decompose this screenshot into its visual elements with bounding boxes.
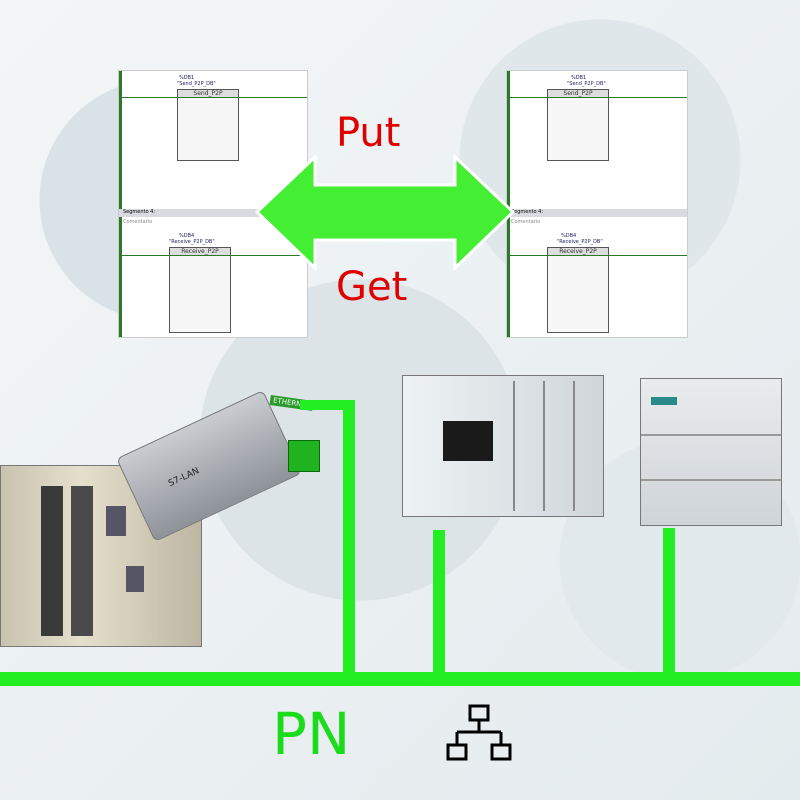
- network-drop-1200: [663, 528, 675, 678]
- put-label: Put: [336, 110, 401, 156]
- send-db-label: %DB1: [179, 75, 195, 81]
- pn-label: PN: [272, 700, 351, 768]
- recv-db-name: "Receive_P2P_DB": [169, 239, 215, 245]
- recv-db-label: %DB4: [561, 233, 577, 239]
- network-drop-adapter-top: [300, 400, 355, 410]
- comment-label: Comentario: [123, 219, 153, 225]
- segment-header: Segmento 4:: [507, 209, 687, 217]
- recv-function-block: Receive_P2P: [169, 247, 231, 333]
- s7-1200-plc-device: [640, 378, 782, 526]
- network-drop-1500: [433, 530, 445, 680]
- adapter-label: S7-LAN: [167, 466, 201, 490]
- network-tree-icon: [446, 704, 512, 761]
- network-bus: [0, 672, 800, 686]
- recv-db-label: %DB4: [179, 233, 195, 239]
- send-db-label: %DB1: [571, 75, 587, 81]
- recv-db-name: "Receive_P2P_DB": [557, 239, 603, 245]
- double-arrow-icon: [255, 155, 515, 270]
- comment-label: Comentario: [511, 219, 541, 225]
- s7-1500-plc-device: [402, 375, 604, 517]
- send-db-name: "Send_P2P_DB": [567, 81, 606, 87]
- segment-header: Segmento 4:: [119, 209, 307, 217]
- send-db-name: "Send_P2P_DB": [177, 81, 216, 87]
- send-function-block: Send_P2P: [177, 89, 239, 161]
- terminal-connector: [288, 440, 320, 472]
- recv-function-block: Receive_P2P: [547, 247, 609, 333]
- network-drop-adapter: [343, 400, 355, 680]
- get-label: Get: [336, 264, 408, 310]
- ladder-panel-right: %DB1 "Send_P2P_DB" Send_P2P Segmento 4: …: [506, 70, 688, 338]
- send-function-block: Send_P2P: [547, 89, 609, 161]
